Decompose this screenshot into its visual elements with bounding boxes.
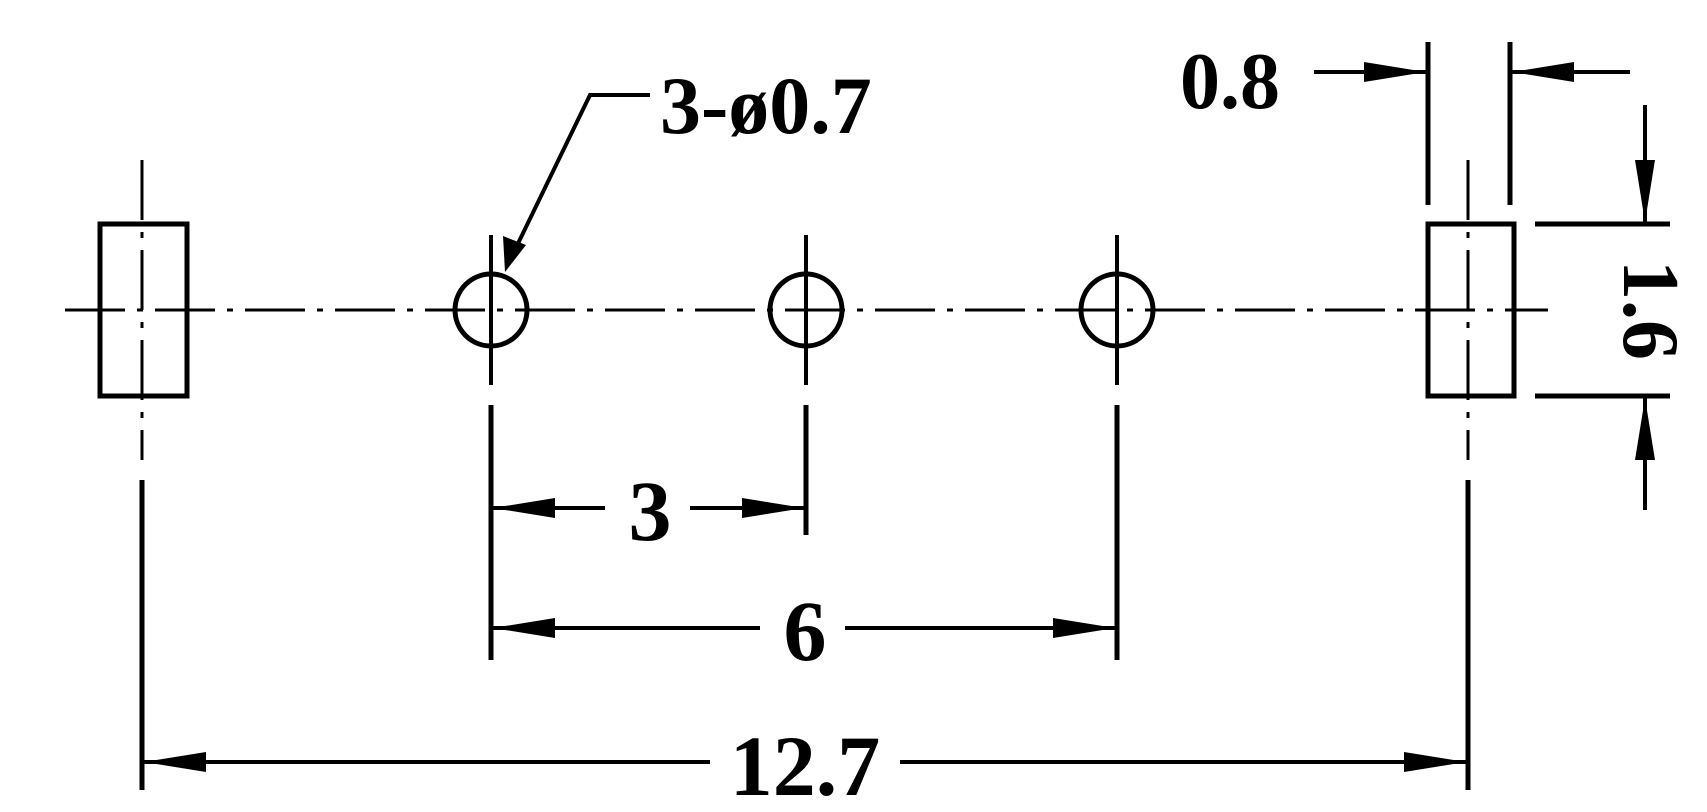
dimension-pad-height-label: 1.6 [1606, 260, 1694, 360]
hole-3 [1078, 235, 1156, 385]
hole-2 [767, 235, 845, 385]
dimension-pad-width [1314, 42, 1630, 205]
dimension-pitch-large [493, 618, 1115, 638]
dimension-overall-span-label: 12.7 [730, 718, 881, 812]
hole-callout-leader [503, 93, 650, 272]
dimension-pad-height [1535, 105, 1670, 510]
right-pad [1425, 221, 1517, 399]
hole-1 [452, 235, 530, 385]
dimension-pitch-small-label: 3 [629, 463, 672, 559]
dimension-pad-width-label: 0.8 [1180, 38, 1280, 126]
dimension-overall-span [144, 752, 1466, 772]
dimension-pitch-large-label: 6 [784, 583, 827, 679]
hole-callout-label: 3-ø0.7 [660, 60, 872, 151]
dimension-pitch-small [493, 498, 804, 518]
